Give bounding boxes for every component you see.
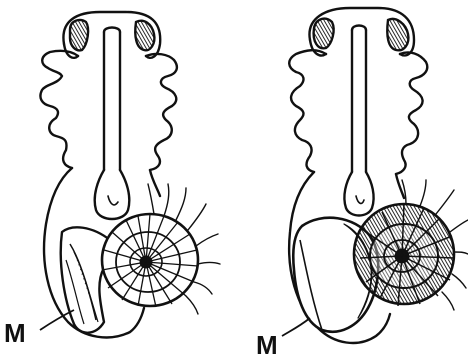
right-branchial-arches-right bbox=[396, 52, 427, 174]
left-label-m: M bbox=[4, 318, 26, 348]
right-eye-spot-2 bbox=[387, 19, 408, 50]
left-eyes bbox=[70, 20, 154, 50]
right-eye-spot-1 bbox=[314, 19, 334, 49]
left-bulb bbox=[95, 170, 130, 219]
left-coil bbox=[102, 184, 220, 314]
left-eye-spot-1 bbox=[70, 20, 88, 50]
left-central-tube bbox=[104, 32, 120, 170]
right-label-pointer bbox=[282, 318, 310, 336]
left-eye-spot-2 bbox=[135, 21, 154, 51]
right-label-m: M bbox=[256, 330, 278, 358]
right-eyes bbox=[314, 19, 409, 51]
right-central-tube bbox=[352, 30, 366, 172]
left-label-pointer bbox=[40, 310, 74, 330]
right-coil bbox=[354, 180, 468, 310]
right-bulb bbox=[344, 172, 373, 216]
left-branchial-arches-left bbox=[40, 51, 78, 168]
left-branchial-arches-right bbox=[146, 54, 177, 170]
right-branchial-arches-left bbox=[289, 50, 326, 172]
